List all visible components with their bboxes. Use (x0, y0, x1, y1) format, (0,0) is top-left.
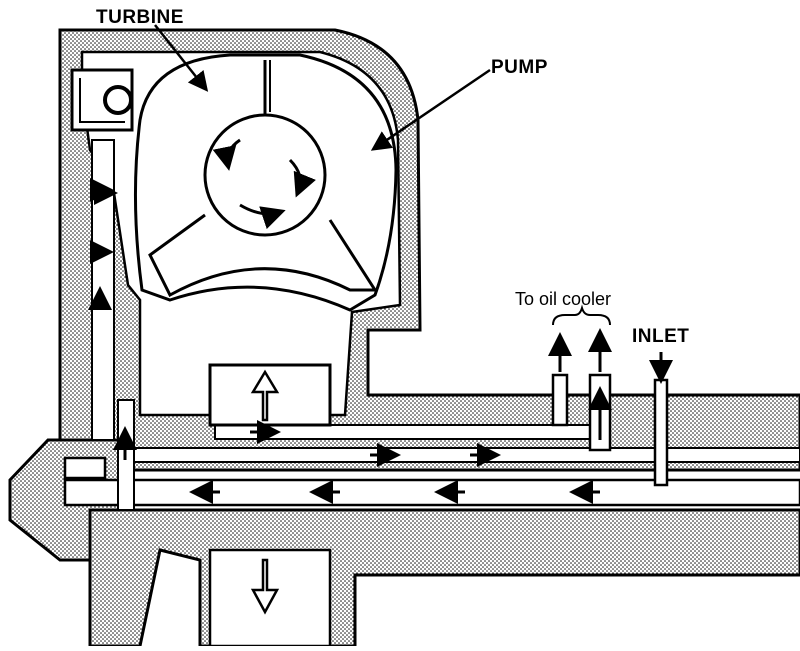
piston-block (208, 363, 332, 615)
lower-shaft (88, 508, 800, 648)
hollow-down-arrow-icon (250, 558, 280, 615)
oil-cooler-brace (552, 304, 611, 326)
hollow-up-arrow-icon (250, 369, 280, 422)
pump-label: PUMP (491, 57, 548, 78)
bearing-ring (70, 68, 134, 132)
inlet-label: INLET (632, 326, 690, 347)
oil-cooler-label: To oil cooler (515, 289, 612, 309)
flow-arrows (88, 178, 600, 504)
turbine-pump-torus (133, 53, 398, 312)
leader-lines (154, 24, 491, 151)
cooler-ports (548, 304, 673, 487)
turbine-label: TURBINE (96, 7, 184, 28)
